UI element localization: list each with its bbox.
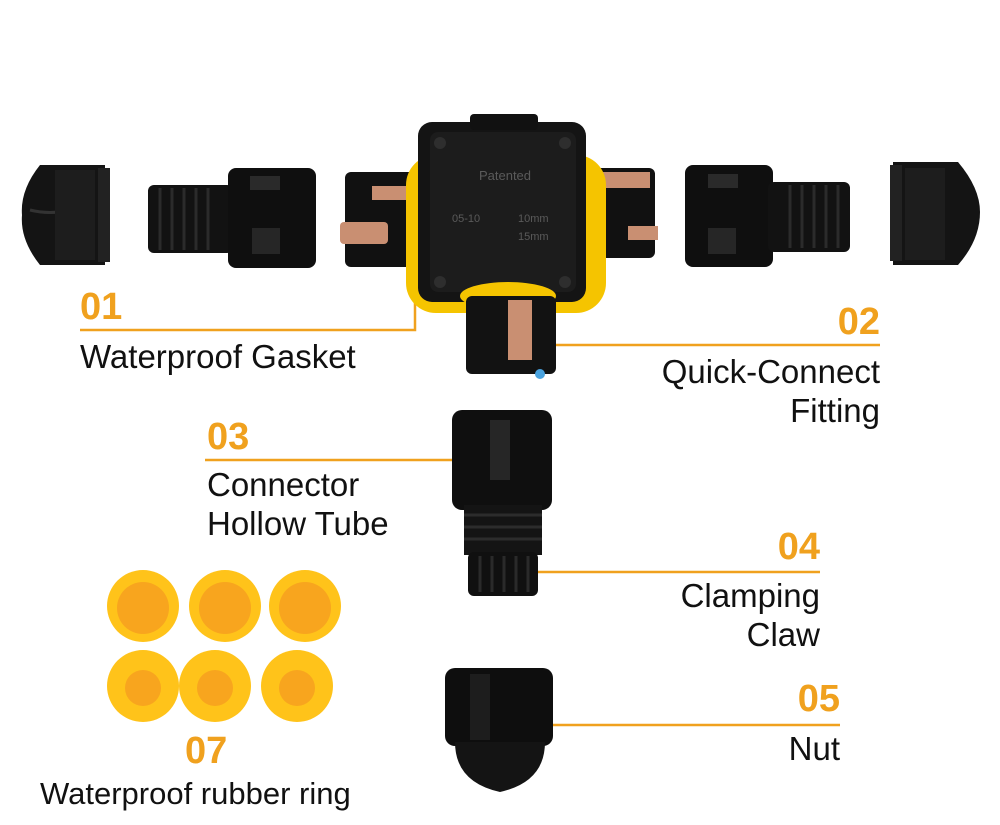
callout-01-number: 01 — [80, 286, 123, 328]
rubber-ring-hole-3 — [279, 582, 331, 634]
connector-sleeve-right — [685, 165, 850, 267]
callout-02-line-1: Quick-Connect — [661, 353, 880, 390]
callout-01-label: Waterproof Gasket — [80, 338, 356, 375]
callout-04-label: Clamping Claw — [681, 577, 820, 655]
callout-07-number: 07 — [185, 730, 228, 772]
hollow-tube-part — [452, 410, 552, 596]
callout-03-line-1: Connector — [207, 466, 360, 503]
callout-04-number: 04 — [777, 526, 820, 568]
end-cap-right — [890, 162, 980, 265]
end-cap-left — [21, 165, 110, 265]
callout-03-label: Connector Hollow Tube — [207, 466, 389, 544]
rubber-ring-hole-5 — [197, 670, 233, 706]
rubber-rings — [107, 570, 341, 722]
rubber-ring-hole-1 — [117, 582, 169, 634]
callout-05-number: 05 — [797, 678, 840, 720]
callout-02-line-2: Fitting — [790, 391, 880, 429]
callout-02-number: 02 — [837, 301, 880, 343]
spec-text-1: 05-10 — [452, 213, 480, 225]
spec-text-3: 15mm — [518, 231, 549, 243]
spec-text-2: 10mm — [518, 213, 549, 225]
rubber-ring-hole-4 — [125, 670, 161, 706]
callout-03-line-2: Hollow Tube — [207, 504, 389, 542]
callout-04-line-1: Clamping — [680, 577, 820, 614]
callout-05-label: Nut — [788, 730, 840, 767]
callout-07-label: Waterproof rubber ring — [40, 776, 351, 811]
callout-03-number: 03 — [207, 416, 250, 458]
connector-sleeve-left — [148, 168, 316, 268]
callout-04-line-2: Claw — [746, 615, 820, 653]
rubber-ring-hole-6 — [279, 670, 315, 706]
body-text: Patented — [479, 168, 531, 183]
rubber-ring-hole-2 — [199, 582, 251, 634]
callout-02-label: Quick-Connect Fitting — [662, 353, 880, 431]
t-connector-body: Patented 05-10 10mm 15mm — [340, 114, 658, 379]
nut-part — [445, 668, 553, 792]
